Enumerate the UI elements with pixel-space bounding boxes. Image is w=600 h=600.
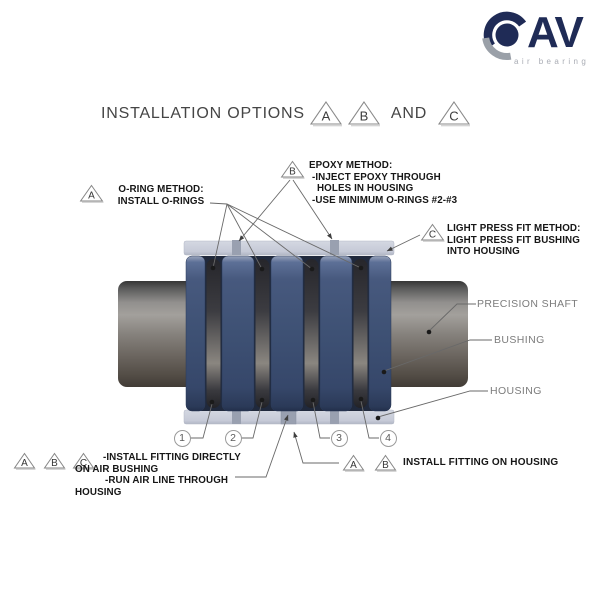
label-bushing: BUSHING bbox=[494, 334, 545, 346]
label-housing: HOUSING bbox=[490, 385, 542, 397]
bushing-segment bbox=[319, 255, 353, 412]
callout-install-fitting-housing: INSTALL FITTING ON HOUSING bbox=[403, 457, 559, 468]
title-text: INSTALLATION OPTIONS bbox=[101, 105, 305, 122]
page-title: INSTALLATION OPTIONS A B AND C bbox=[101, 100, 471, 127]
bushing-segment bbox=[270, 255, 304, 412]
svg-text:A: A bbox=[350, 460, 357, 471]
callout-install-fitting-bushing: -INSTALL FITTING DIRECTLY ON AIR BUSHING… bbox=[75, 452, 241, 498]
brand-tagline: air bearing bbox=[514, 57, 590, 66]
callout-oring-method: O-RING METHOD: INSTALL O-RINGS bbox=[117, 184, 205, 207]
callout-press-fit-method: LIGHT PRESS FIT METHOD: LIGHT PRESS FIT … bbox=[447, 223, 581, 257]
brand-name: AV bbox=[527, 8, 584, 57]
bottom-right-triangle-a: A bbox=[342, 454, 365, 472]
svg-text:A: A bbox=[21, 458, 28, 469]
oring-position-4: 4 bbox=[379, 429, 397, 447]
bottom-left-triangle-b: B bbox=[43, 452, 66, 470]
option-a-triangle: A bbox=[309, 101, 342, 127]
oring-groove-1 bbox=[206, 259, 221, 408]
svg-text:B: B bbox=[360, 109, 369, 124]
bottom-right-triangle-b: B bbox=[374, 454, 397, 472]
oring-position-2: 2 bbox=[224, 429, 242, 447]
callout-epoxy-method: EPOXY METHOD: -INJECT EPOXY THROUGH HOLE… bbox=[309, 160, 458, 206]
callout-b-triangle: B bbox=[280, 160, 305, 179]
svg-text:B: B bbox=[51, 458, 58, 469]
logo-orbit-icon bbox=[482, 11, 527, 61]
bushing-segment bbox=[221, 255, 255, 412]
bushing-graphic bbox=[185, 255, 392, 412]
oring-groove-3 bbox=[304, 259, 319, 408]
oring-groove-2 bbox=[255, 259, 270, 408]
epoxy-hole-left bbox=[232, 240, 241, 255]
callout-a-triangle: A bbox=[79, 184, 104, 203]
epoxy-hole-right bbox=[330, 240, 339, 255]
svg-text:C: C bbox=[80, 458, 87, 469]
svg-text:C: C bbox=[449, 109, 458, 124]
svg-text:B: B bbox=[289, 167, 296, 178]
oring-groove-4 bbox=[353, 259, 368, 408]
option-c-triangle: C bbox=[438, 101, 471, 127]
svg-text:A: A bbox=[88, 191, 95, 202]
title-and: AND bbox=[390, 105, 428, 122]
option-b-triangle: B bbox=[347, 101, 380, 127]
oring-position-1: 1 bbox=[173, 429, 191, 447]
bottom-left-triangle-a: A bbox=[13, 452, 36, 470]
svg-text:C: C bbox=[429, 230, 436, 241]
bushing-segment bbox=[368, 255, 392, 412]
leader-lines bbox=[191, 179, 492, 478]
bottom-left-triangle-c: C bbox=[72, 452, 95, 470]
label-precision-shaft: PRECISION SHAFT bbox=[477, 298, 579, 310]
svg-text:A: A bbox=[322, 109, 331, 124]
oring-position-3: 3 bbox=[330, 429, 348, 447]
bushing-segment bbox=[185, 255, 206, 412]
leader-dots bbox=[209, 265, 432, 421]
callout-c-triangle: C bbox=[420, 223, 445, 242]
svg-text:B: B bbox=[382, 460, 389, 471]
